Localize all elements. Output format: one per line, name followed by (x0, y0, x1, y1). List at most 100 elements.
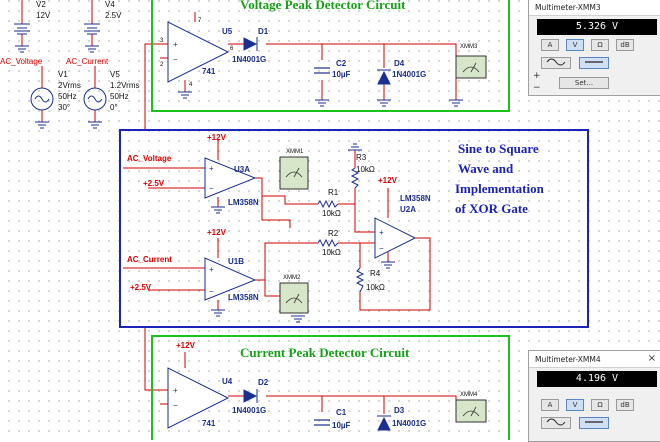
close-icon[interactable]: × (647, 353, 656, 364)
r3-name: R3 (356, 153, 367, 162)
supply-label: +12V (207, 228, 227, 237)
svg-text:+: + (209, 265, 214, 274)
resistor-r1 (317, 199, 339, 209)
pin-label: 4 (189, 82, 193, 88)
opamp-u3a (204, 157, 257, 199)
r1-name: R1 (328, 188, 339, 197)
v1-phase: 30° (58, 103, 70, 112)
multimeter-xmm4-titlebar[interactable]: Multimeter-XMM4 × (529, 351, 660, 368)
multimeter-xmm3-set-button[interactable]: Set... (559, 77, 609, 89)
multimeter-xmm4-db-button[interactable]: dB (616, 399, 634, 411)
opamp-u2a (374, 217, 417, 259)
xmm2-label: XMM2 (283, 275, 301, 281)
ground-icon (35, 121, 49, 129)
d3-part: 1N4001G (392, 419, 426, 428)
multimeter-xmm3-dc-button[interactable] (579, 57, 609, 69)
ground-icon (85, 45, 99, 53)
multimeter-xmm4-reading: 4.196 V (537, 371, 657, 387)
multimeter-xmm3-ac-button[interactable] (541, 57, 571, 69)
multimeter-xmm3-volt-button[interactable]: V (566, 39, 584, 51)
wire (255, 177, 318, 205)
wire (264, 280, 280, 297)
multimeter-xmm4-amp-button[interactable]: A (541, 399, 559, 411)
wire (266, 43, 457, 62)
opamp-u5 (167, 21, 230, 83)
multimeter-xmm3-amp-button[interactable]: A (541, 39, 559, 51)
v4-name: V4 (105, 0, 115, 9)
wire (266, 395, 457, 412)
ground-icon (315, 99, 329, 107)
v4-value: 2.5V (105, 11, 122, 20)
u4-name: U4 (222, 377, 233, 386)
c1-name: C1 (336, 408, 347, 417)
ground-icon (88, 121, 102, 129)
c1-value: 10µF (332, 421, 351, 430)
v1-amp: 2Vrms (58, 81, 81, 90)
multimeter-xmm3-panel[interactable]: Multimeter-XMM3 5.326 V A V Ω dB + Set..… (528, 0, 660, 96)
d3-name: D3 (394, 406, 405, 415)
supply-label: +12V (176, 341, 196, 350)
ref-label: +2.5V (130, 283, 152, 292)
sine-square-frame (119, 129, 589, 328)
wire (144, 43, 168, 130)
multimeter-xmm3-reading: 5.326 V (537, 19, 657, 35)
diode-d4 (377, 70, 391, 85)
multimeter-xmm4-ohm-button[interactable]: Ω (591, 399, 609, 411)
minus-terminal: − (533, 83, 541, 93)
resistor-r4 (355, 267, 365, 293)
ground-icon (15, 45, 29, 53)
ground-icon (291, 315, 305, 323)
sine-square-title-line2: Wave and (458, 161, 514, 176)
ac-source-v1 (30, 87, 54, 111)
u4-part: 741 (202, 419, 216, 428)
supply-label: +12V (378, 176, 398, 185)
r3-value: 10kΩ (356, 165, 375, 174)
meter-xmm1[interactable] (279, 156, 309, 190)
multimeter-xmm4-panel[interactable]: Multimeter-XMM4 × 4.196 V A V Ω dB (528, 350, 660, 442)
d2-part: 1N4001G (232, 406, 266, 415)
wire (360, 237, 431, 311)
diode-d2 (243, 389, 258, 403)
svg-text:−: − (209, 287, 214, 296)
opamp-u1b (204, 257, 257, 301)
diode-d3 (377, 416, 391, 431)
d4-part: 1N4001G (392, 70, 426, 79)
v2-name: V2 (36, 0, 46, 9)
u1b-name: U1B (228, 257, 244, 266)
multimeter-xmm4-dc-button[interactable] (579, 417, 609, 429)
c2-name: C2 (336, 59, 347, 68)
d1-part: 1N4001G (232, 55, 266, 64)
v1-name: V1 (58, 70, 68, 79)
svg-text:−: − (209, 184, 214, 193)
u3a-part: LM358N (228, 198, 259, 207)
svg-text:+: + (379, 228, 384, 237)
u5-part: 741 (202, 67, 216, 76)
u1b-part: LM358N (228, 293, 259, 302)
ground-icon (211, 309, 225, 317)
sine-square-title-line4: of XOR Gate (455, 201, 528, 216)
ground-icon (381, 261, 395, 269)
ref-label: +2.5V (143, 179, 165, 188)
opamp-u4 (167, 367, 230, 429)
v5-amp: 1.2Vrms (110, 81, 140, 90)
dc-line-icon (585, 61, 603, 63)
multimeter-xmm4-ac-button[interactable] (541, 417, 571, 429)
multimeter-xmm3-titlebar[interactable]: Multimeter-XMM3 (529, 0, 660, 16)
multimeter-xmm3-db-button[interactable]: dB (616, 39, 634, 51)
xmm4-label: XMM4 (460, 392, 478, 398)
pin-label: 2 (160, 62, 164, 68)
pin-label: 3 (160, 38, 164, 44)
resistor-r3 (350, 167, 360, 189)
multimeter-xmm3-title: Multimeter-XMM3 (535, 3, 601, 12)
wire (261, 196, 291, 228)
r4-name: R4 (370, 269, 381, 278)
wire (338, 203, 375, 233)
d4-name: D4 (394, 59, 405, 68)
multimeter-xmm3-ohm-button[interactable]: Ω (591, 39, 609, 51)
u5-name: U5 (222, 27, 233, 36)
net-ac-current: AC_Current (127, 255, 172, 264)
d2-name: D2 (258, 378, 269, 387)
resistor-r2 (317, 238, 339, 248)
multimeter-xmm4-volt-button[interactable]: V (566, 399, 584, 411)
